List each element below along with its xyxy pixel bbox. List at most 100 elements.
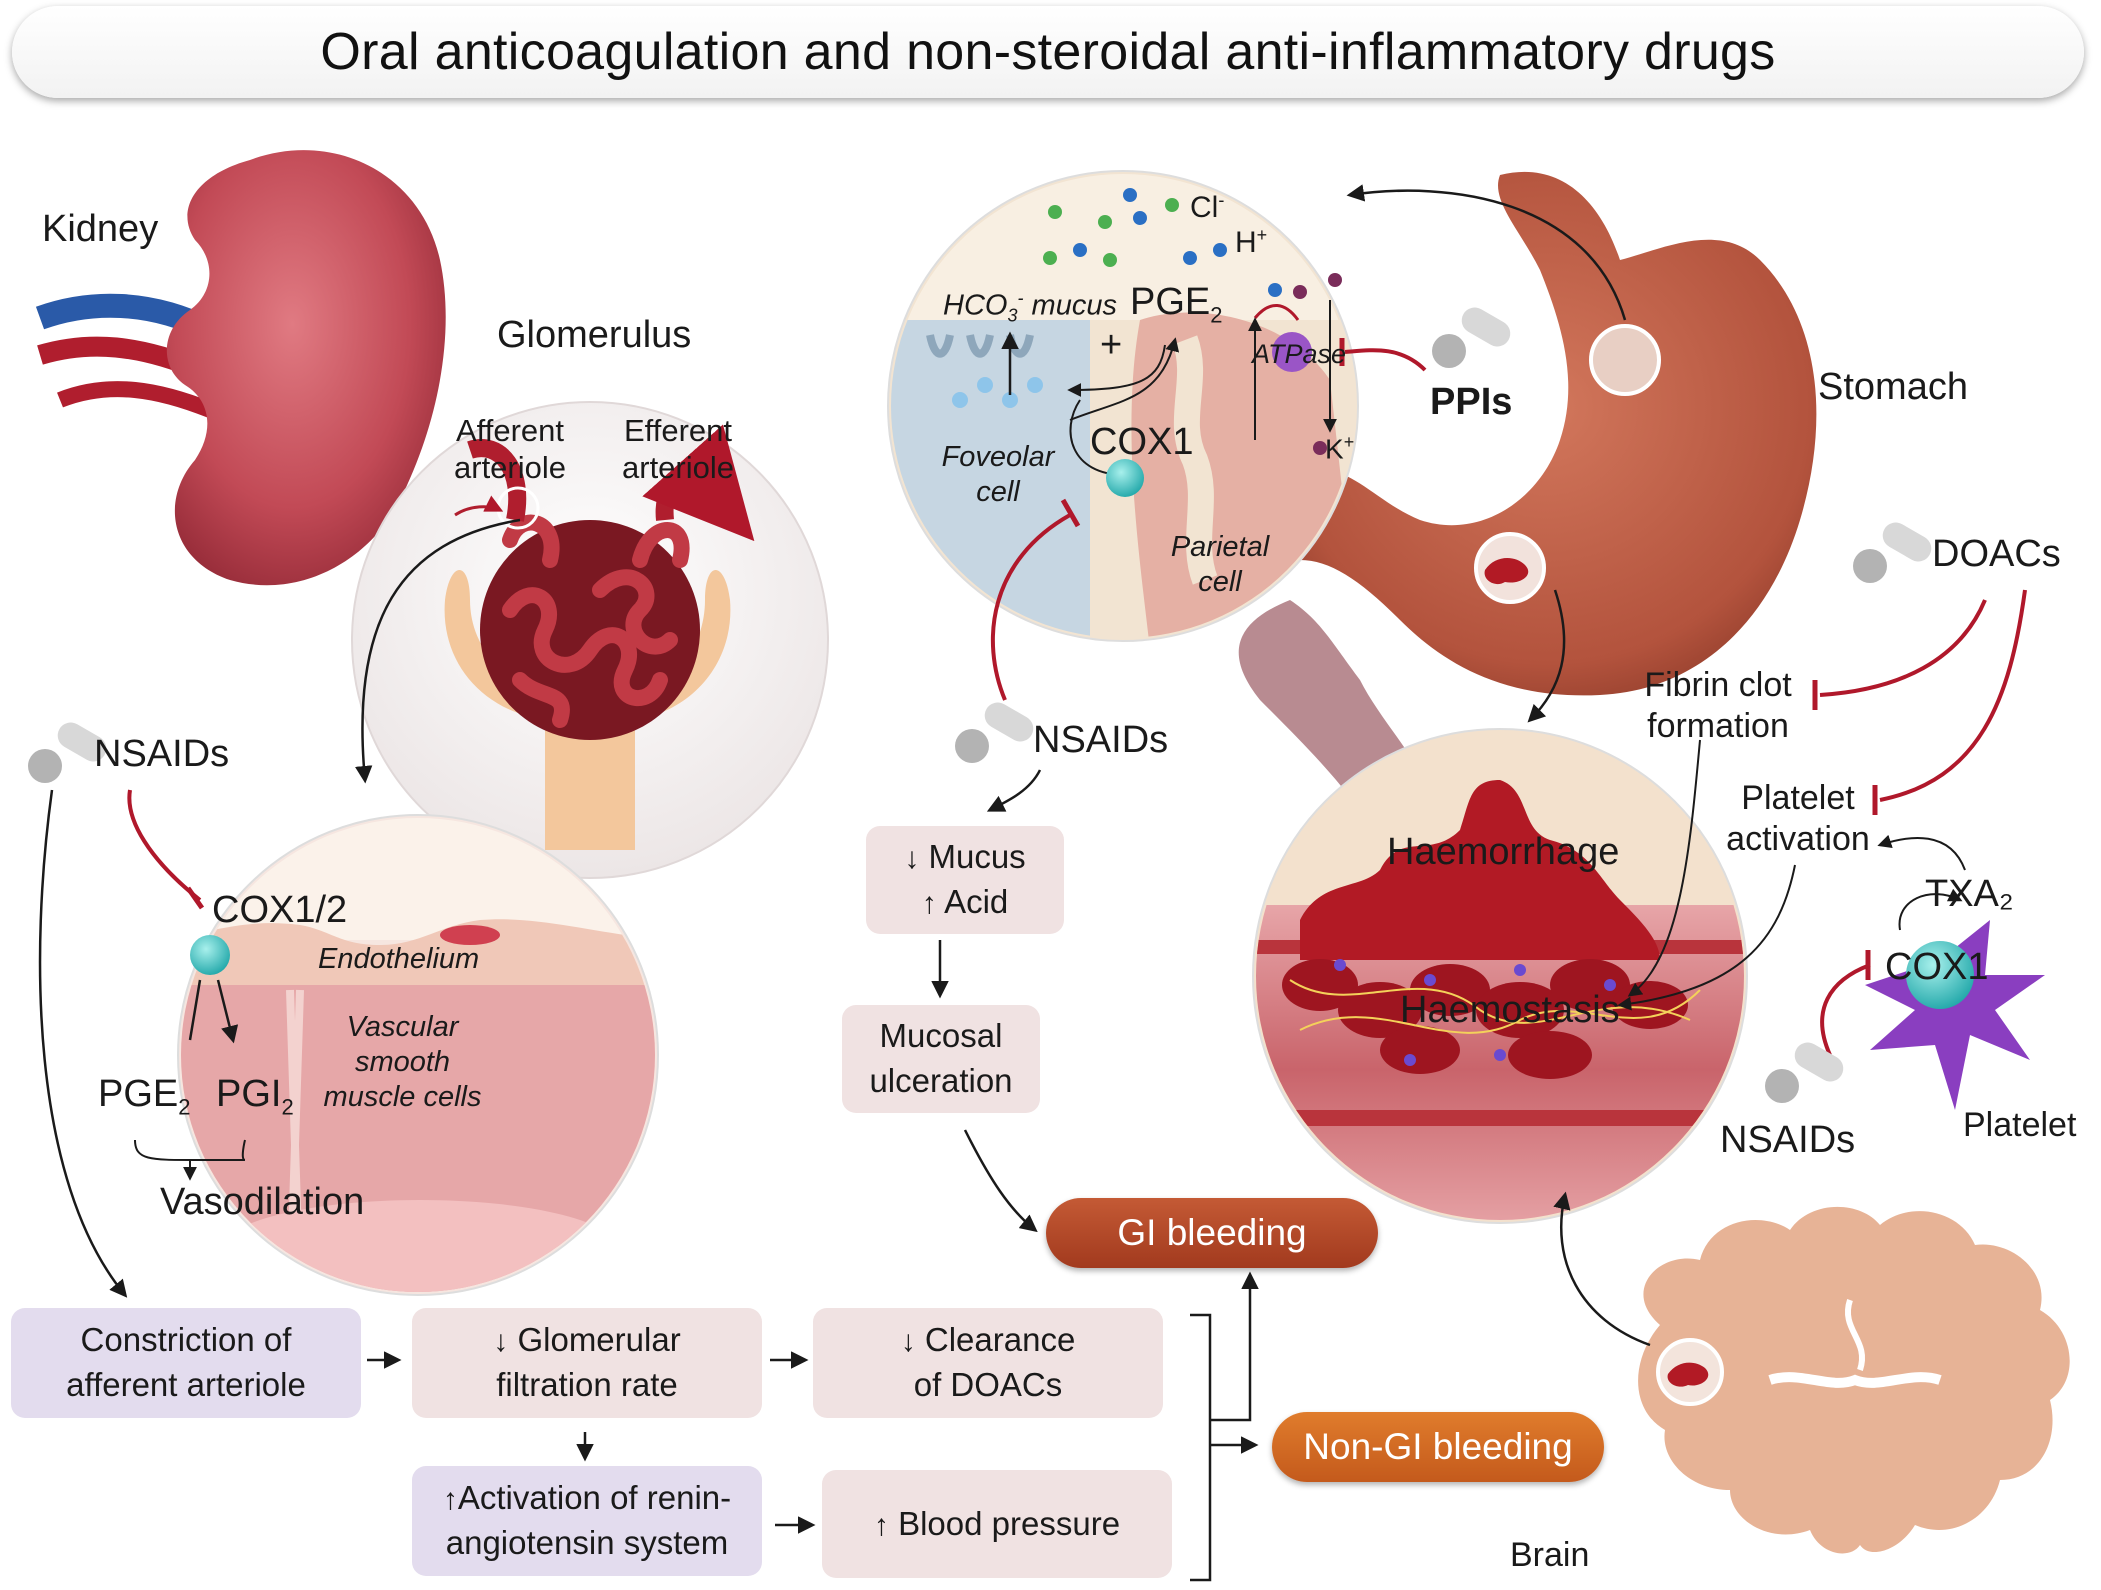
brain-label: Brain bbox=[1510, 1536, 1590, 1574]
afferent-arteriole-label: Afferent arteriole bbox=[440, 412, 580, 486]
pgi-subscript: 2 bbox=[281, 1094, 294, 1120]
platelet-illustration bbox=[1865, 920, 2045, 1110]
acid-row: ↑ Acid bbox=[921, 883, 1009, 920]
kidney-label: Kidney bbox=[42, 208, 159, 250]
potassium-label: K+ bbox=[1325, 432, 1355, 465]
efferent-label-line1: Efferent bbox=[623, 413, 732, 448]
atpase-label: ATPase bbox=[1252, 339, 1347, 369]
afferent-label-line1: Afferent bbox=[455, 413, 564, 448]
blood-pressure-row: ↑ Blood pressure bbox=[873, 1504, 1121, 1542]
pill-icon bbox=[1765, 1042, 1844, 1103]
afferent-label-line2: arteriole bbox=[454, 450, 566, 486]
cox12-label: COX1/2 bbox=[212, 889, 348, 931]
plus-label: + bbox=[1100, 324, 1123, 366]
renin-line2: angiotensin system bbox=[445, 1524, 729, 1561]
mucosal-ulceration-box: Mucosal ulceration bbox=[842, 1005, 1040, 1113]
pge2-label-kidney: PGE2 bbox=[98, 1072, 191, 1121]
cl-text: Cl bbox=[1190, 191, 1219, 224]
clearance-line2: of DOACs bbox=[913, 1366, 1063, 1403]
vsmc-line3: muscle cells bbox=[323, 1080, 482, 1113]
renin-row: ↑Activation of renin- bbox=[442, 1479, 732, 1517]
renin-line1: Activation of renin- bbox=[457, 1479, 732, 1517]
parietal-cell-label: Parietal cell bbox=[1160, 530, 1280, 600]
foveolar-line1: Foveolar bbox=[941, 441, 1055, 473]
pill-icon bbox=[1432, 307, 1511, 368]
glomerulus-illustration bbox=[351, 401, 829, 879]
hco3-text: HCO bbox=[943, 289, 1008, 322]
efferent-label-line2: arteriole bbox=[622, 450, 734, 486]
gfr-line2: filtration rate bbox=[496, 1366, 678, 1403]
foveolar-line2: cell bbox=[976, 475, 1020, 508]
efferent-arteriole-label: Efferent arteriole bbox=[608, 412, 748, 486]
txa2-label: TXA₂ bbox=[1925, 873, 2014, 915]
k-text: K bbox=[1325, 433, 1344, 465]
pill-icon bbox=[955, 702, 1034, 763]
pgi-text: PGI bbox=[216, 1073, 282, 1115]
pill-icon bbox=[1853, 522, 1932, 583]
haemorrhage-label: Haemorrhage bbox=[1387, 831, 1620, 873]
fibrin-line1: Fibrin clot bbox=[1644, 666, 1792, 704]
nsaids-label-stomach: NSAIDs bbox=[1033, 719, 1169, 761]
nsaids-label-platelet: NSAIDs bbox=[1720, 1119, 1856, 1161]
platelet-activation-label: Platelet activation bbox=[1718, 778, 1878, 860]
gi-bleeding-pill: GI bleeding bbox=[1046, 1198, 1378, 1268]
ppis-label: PPIs bbox=[1430, 381, 1513, 423]
vessel-wall-illustration bbox=[177, 814, 659, 1296]
page-title: Oral anticoagulation and non-steroidal a… bbox=[320, 23, 1776, 81]
ulceration-line2: ulceration bbox=[869, 1062, 1013, 1099]
clearance-box: ↓ Clearance of DOACs bbox=[813, 1308, 1163, 1418]
gfr-box: ↓ Glomerular filtration rate bbox=[412, 1308, 762, 1418]
platelet-label: Platelet bbox=[1963, 1106, 2077, 1144]
cox1-label-stomach: COX1 bbox=[1090, 421, 1194, 463]
hydrogen-label: H+ bbox=[1235, 225, 1268, 259]
acid-text: Acid bbox=[944, 883, 1009, 920]
pge-text: PGE bbox=[98, 1073, 179, 1115]
mucus-acid-box: ↓ Mucus ↑ Acid bbox=[866, 826, 1064, 934]
clearance-row: ↓ Clearance bbox=[900, 1321, 1076, 1359]
vsmc-line2: smooth bbox=[354, 1045, 451, 1078]
renin-box: ↑Activation of renin- angiotensin system bbox=[412, 1466, 762, 1576]
pge2-label-stomach: PGE2 bbox=[1130, 280, 1223, 329]
clearance-line1: Clearance bbox=[924, 1321, 1076, 1359]
cox1-label-platelet: COX1 bbox=[1885, 946, 1989, 988]
blood-pressure-text: Blood pressure bbox=[898, 1504, 1121, 1542]
ulceration-line1: Mucosal bbox=[879, 1017, 1003, 1055]
endothelium-label: Endothelium bbox=[318, 943, 480, 975]
stomach-label: Stomach bbox=[1818, 366, 1968, 408]
mucus-text: mucus bbox=[1031, 289, 1117, 322]
doacs-label: DOACs bbox=[1932, 533, 2061, 575]
haemostasis-label: Haemostasis bbox=[1400, 989, 1620, 1031]
bleeding-vessel-illustration bbox=[1252, 728, 1748, 1224]
constriction-line1: Constriction of bbox=[80, 1321, 292, 1359]
chloride-label: Cl- bbox=[1190, 190, 1225, 224]
pgi2-label: PGI2 bbox=[216, 1072, 294, 1121]
vasodilation-label: Vasodilation bbox=[160, 1181, 365, 1223]
glomerulus-label: Glomerulus bbox=[497, 314, 692, 356]
bicarbonate-mucus-label: HCO3- mucus bbox=[943, 288, 1117, 326]
parietal-line2: cell bbox=[1198, 565, 1242, 598]
platelet-activation-line1: Platelet bbox=[1741, 779, 1855, 817]
brain-illustration bbox=[1638, 1206, 2070, 1554]
pge-stomach-subscript: 2 bbox=[1210, 302, 1223, 328]
mucus-text: Mucus bbox=[928, 838, 1026, 876]
gfr-line1: Glomerular bbox=[517, 1321, 681, 1359]
gfr-row: ↓ Glomerular bbox=[493, 1321, 681, 1359]
mucus-row: ↓ Mucus bbox=[904, 838, 1026, 876]
vsmc-line1: Vascular bbox=[346, 1011, 459, 1043]
gastric-cell-illustration bbox=[887, 170, 1359, 642]
blood-pressure-box: ↑ Blood pressure bbox=[822, 1470, 1172, 1578]
pill-icon bbox=[28, 722, 107, 783]
foveolar-cell-label: Foveolar cell bbox=[938, 440, 1058, 510]
fibrin-clot-label: Fibrin clot formation bbox=[1638, 665, 1798, 747]
pge-stomach-text: PGE bbox=[1130, 281, 1211, 323]
nsaids-label-kidney: NSAIDs bbox=[94, 733, 230, 775]
kidney-illustration bbox=[35, 150, 446, 586]
parietal-line1: Parietal bbox=[1170, 531, 1270, 563]
constriction-line2: afferent arteriole bbox=[66, 1366, 306, 1403]
pge-subscript: 2 bbox=[178, 1094, 191, 1120]
vascular-smooth-muscle-label: Vascular smooth muscle cells bbox=[320, 1010, 485, 1114]
h-text: H bbox=[1235, 226, 1257, 259]
platelet-activation-line2: activation bbox=[1726, 819, 1870, 858]
